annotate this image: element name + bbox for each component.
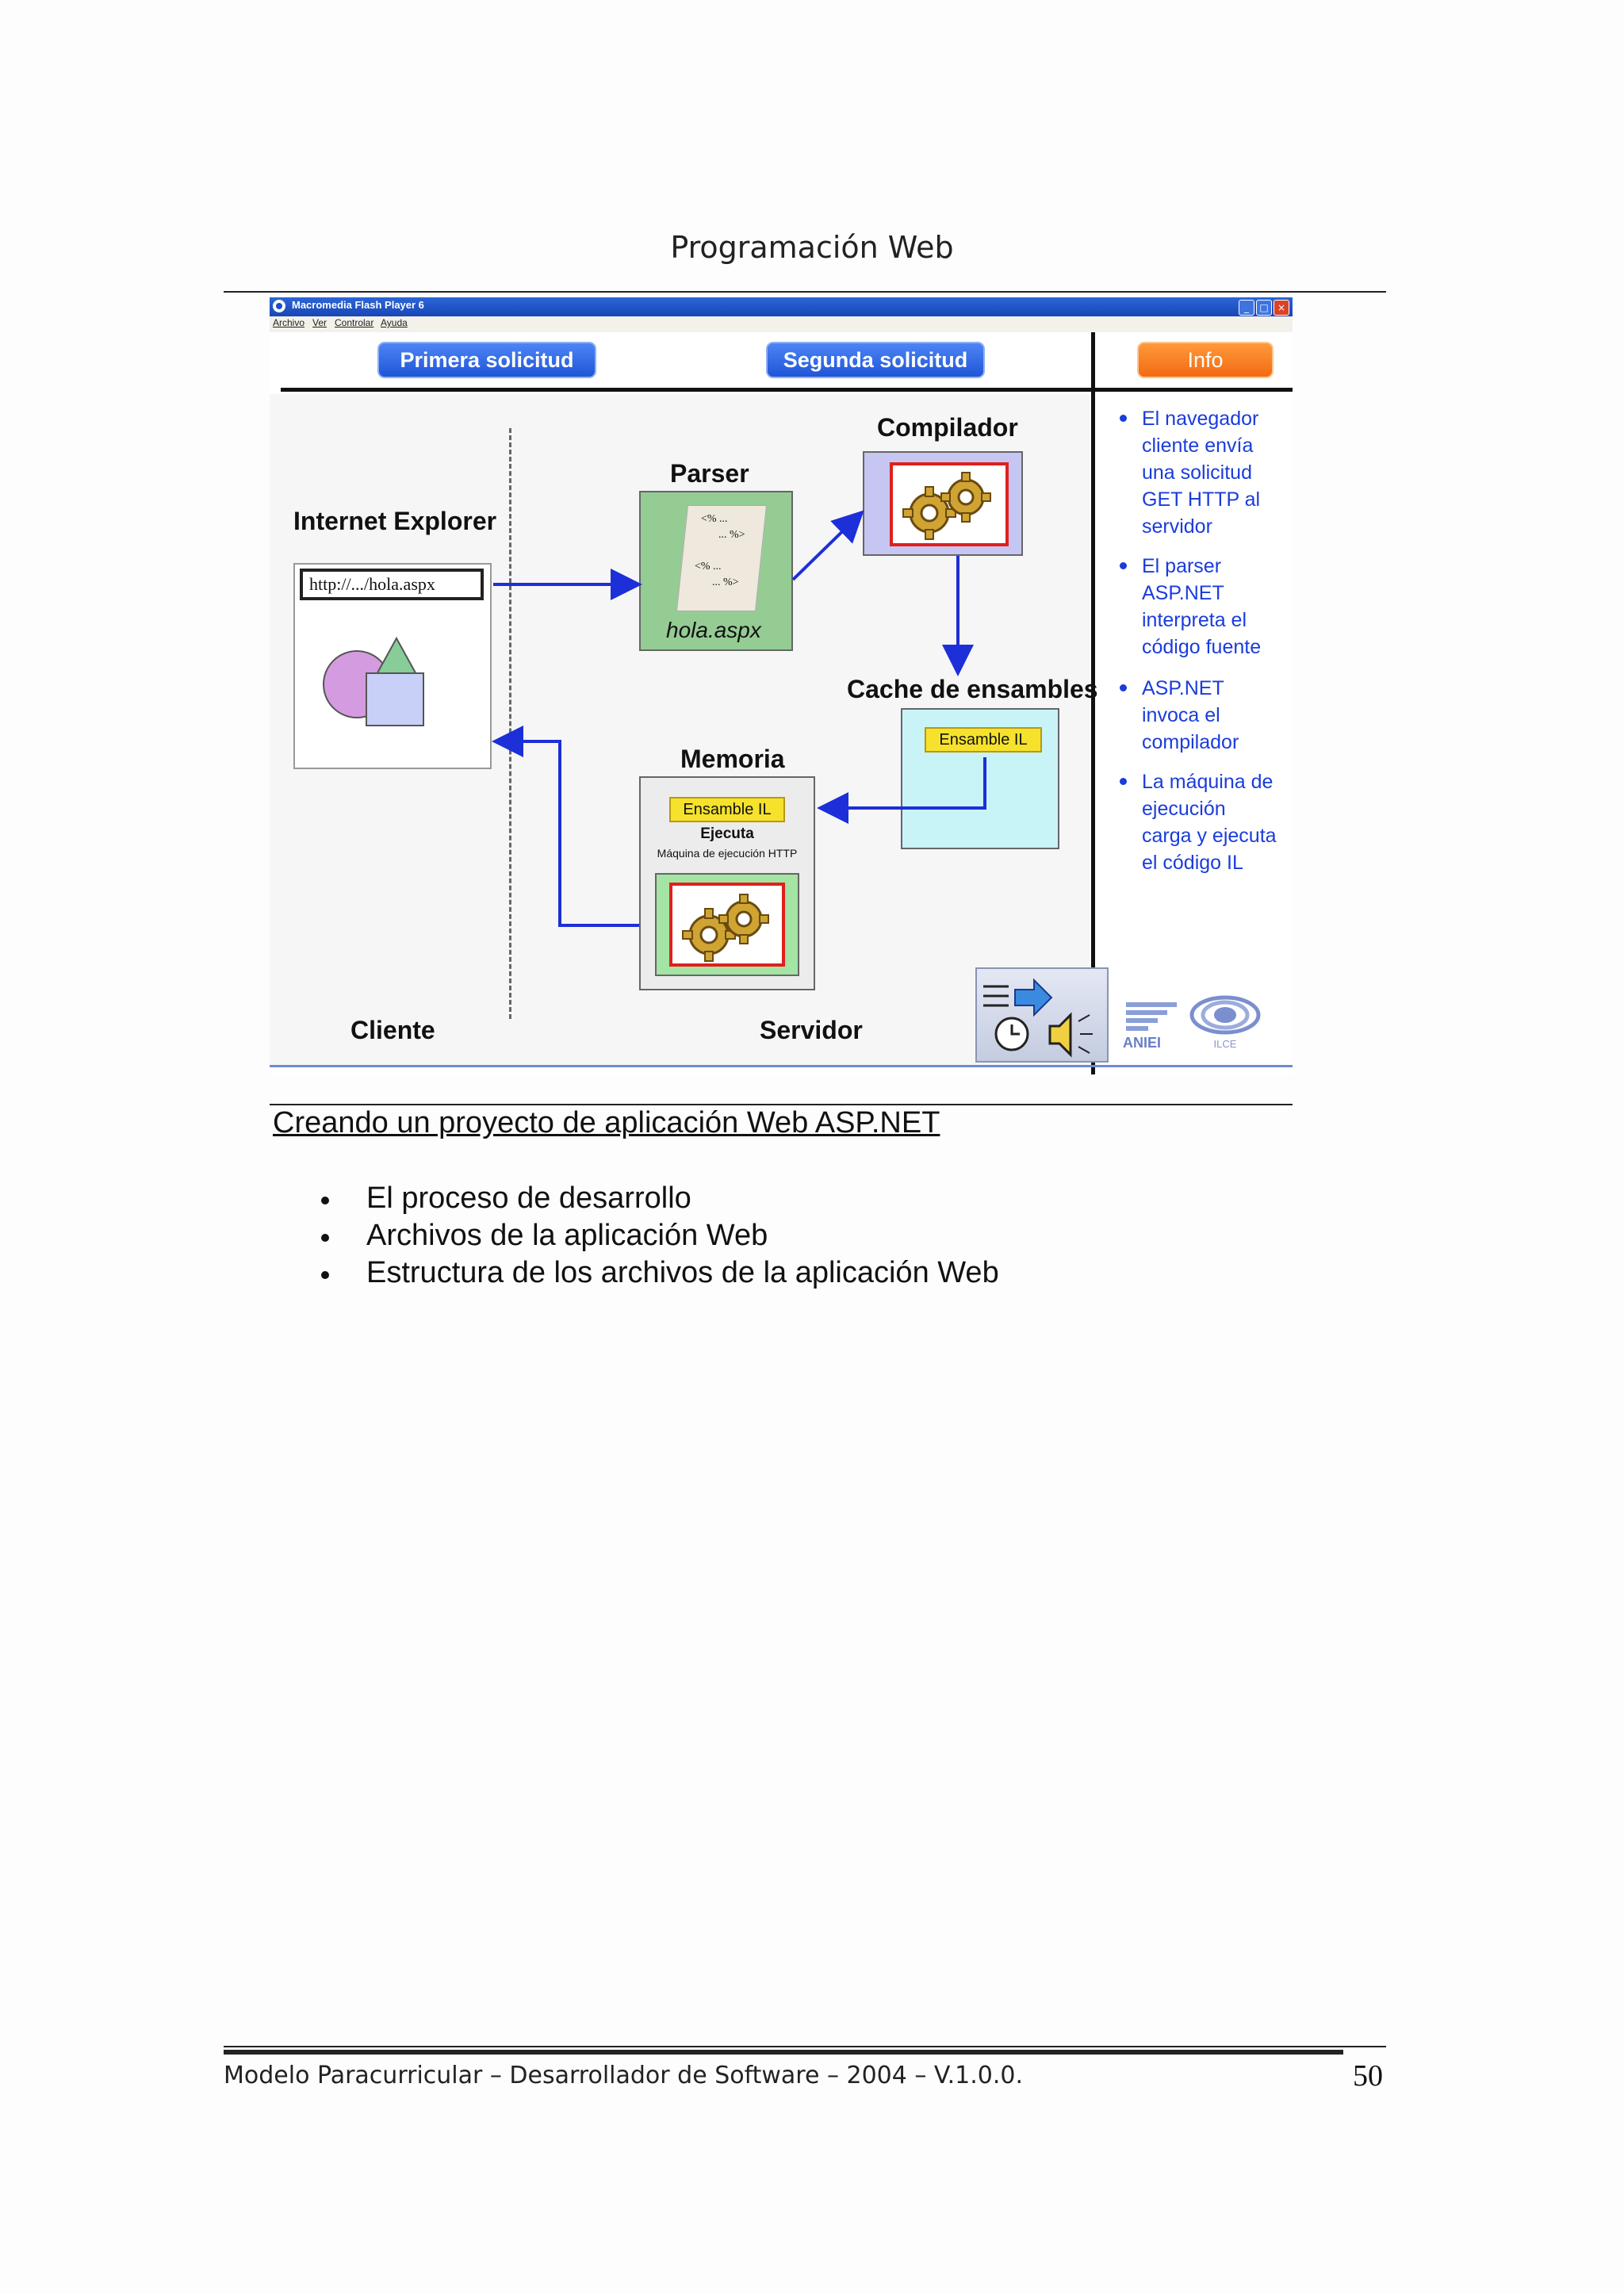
flow-arrows [270,297,1293,1074]
footer-text: Modelo Paracurricular – Desarrollador de… [224,2062,1023,2089]
section-rule [270,1104,1293,1105]
client-label: Cliente [350,1016,435,1045]
info-item: El parser ASP.NET interpreta el código f… [1142,553,1281,661]
arrow-clock-speaker-icon [977,969,1104,1058]
section-title: Creando un proyecto de aplicación Web AS… [273,1106,940,1140]
aniei-logo-mark [1123,999,1180,1032]
bullet-dot [321,1197,329,1204]
aniei-logo: ANIEI [1123,999,1180,1047]
aniei-logo-text: ANIEI [1123,1036,1180,1050]
bullet-dot [321,1271,329,1279]
server-label: Servidor [760,1016,863,1045]
bullet-dot [321,1234,329,1242]
bullet-item: Estructura de los archivos de la aplicac… [366,1256,999,1290]
bullet-item: Archivos de la aplicación Web [366,1219,768,1253]
page-header-title: Programación Web [0,230,1624,265]
info-item: El navegador cliente envía una solicitud… [1142,405,1281,540]
info-item: ASP.NET invoca el compilador [1142,675,1281,756]
info-item: La máquina de ejecución carga y ejecuta … [1142,768,1281,876]
ilce-logo-text: ILCE [1189,1038,1261,1050]
ilce-logo: ILCE [1189,995,1261,1051]
slide-screenshot: Macromedia Flash Player 6 _ □ × Archivo … [270,297,1293,1074]
header-rule [224,291,1386,293]
footer-rule [224,2046,1386,2047]
footer-rule-thick [224,2050,1343,2055]
page-number: 50 [1353,2058,1383,2093]
playback-control-icon[interactable] [975,967,1109,1063]
ilce-logo-mark [1189,995,1261,1035]
bullet-item: El proceso de desarrollo [366,1181,691,1216]
